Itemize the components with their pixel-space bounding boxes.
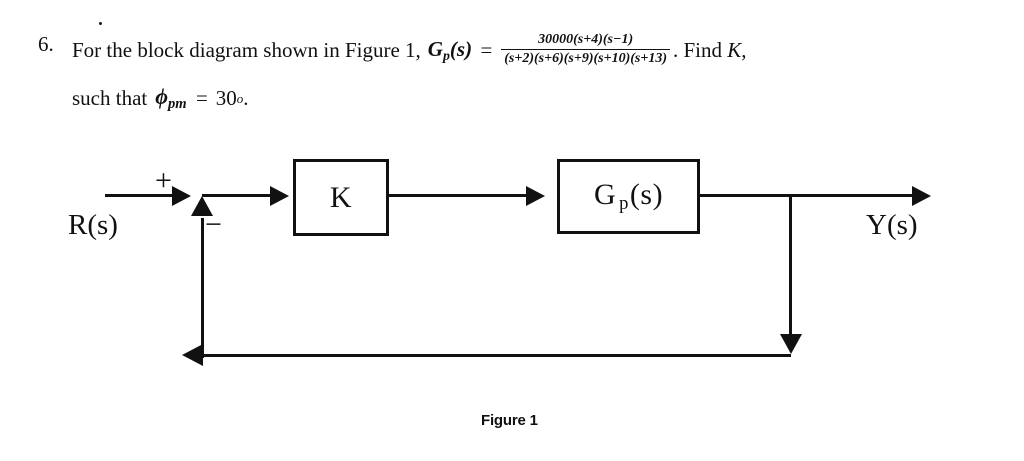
question-text-before-formula: For the block diagram shown in Figure 1,: [72, 37, 421, 62]
phi-pm-symbol: ϕpm: [155, 84, 186, 113]
output-signal-label: Y(s): [866, 209, 918, 241]
plant-block-label-base: G: [593, 177, 617, 211]
gain-block-k[interactable]: K: [293, 159, 389, 236]
question-line2-prefix: such that: [72, 86, 148, 111]
feedback-arrowhead-icon: [191, 196, 213, 216]
question-text-after-formula: . Find K,: [673, 37, 747, 62]
question-number: 6.: [38, 32, 54, 56]
gp-symbol-argument: (s): [449, 36, 473, 61]
line2-equals-sign: =: [194, 86, 209, 111]
feedback-path-line: [201, 354, 791, 357]
k-to-gp-line: [389, 194, 529, 197]
phi-glyph: ϕ: [155, 84, 168, 109]
gp-symbol: Gp(s): [428, 37, 472, 64]
phase-margin-value: 30: [215, 86, 237, 111]
error-signal-line: [202, 194, 274, 197]
gp-symbol-subscript: p: [442, 47, 450, 63]
output-signal-line: [700, 194, 916, 197]
feedback-entry-line: [201, 218, 204, 358]
figure-caption: Figure 1: [481, 412, 538, 429]
question-line-1: For the block diagram shown in Figure 1,…: [72, 32, 747, 69]
gp-block-input-arrowhead-icon: [526, 186, 545, 206]
fraction-denominator: (s+2)(s+6)(s+9)(s+10)(s+13): [504, 51, 667, 67]
takeoff-arrowhead-icon: [780, 334, 802, 354]
fraction-numerator: 30000(s+4)(s−1): [538, 32, 634, 47]
phi-subscript: pm: [168, 96, 187, 113]
transfer-function-fraction: 30000(s+4)(s−1) (s+2)(s+6)(s+9)(s+10)(s+…: [501, 31, 670, 68]
takeoff-branch-line: [789, 194, 792, 336]
sum-minus-sign: −: [205, 208, 222, 241]
stray-dot-artifact: [99, 22, 102, 25]
line2-period: .: [243, 86, 249, 111]
gain-block-label: K: [329, 180, 353, 214]
plant-block-label-argument: (s): [629, 177, 664, 211]
feedback-path-arrowhead-icon: [182, 344, 203, 366]
input-signal-label: R(s): [68, 209, 118, 241]
degree-superscript: o: [236, 90, 244, 106]
find-k-symbol: K: [727, 37, 742, 62]
plant-block-label-subscript: p: [619, 193, 629, 215]
k-block-input-arrowhead-icon: [270, 186, 289, 206]
fraction-bar: [501, 48, 670, 51]
equals-sign: =: [479, 37, 494, 62]
sum-plus-sign: +: [155, 164, 172, 197]
output-arrowhead-icon: [912, 186, 931, 206]
gp-symbol-base: G: [427, 36, 443, 61]
input-arrowhead-icon: [172, 186, 191, 206]
input-signal-line: [105, 194, 177, 197]
